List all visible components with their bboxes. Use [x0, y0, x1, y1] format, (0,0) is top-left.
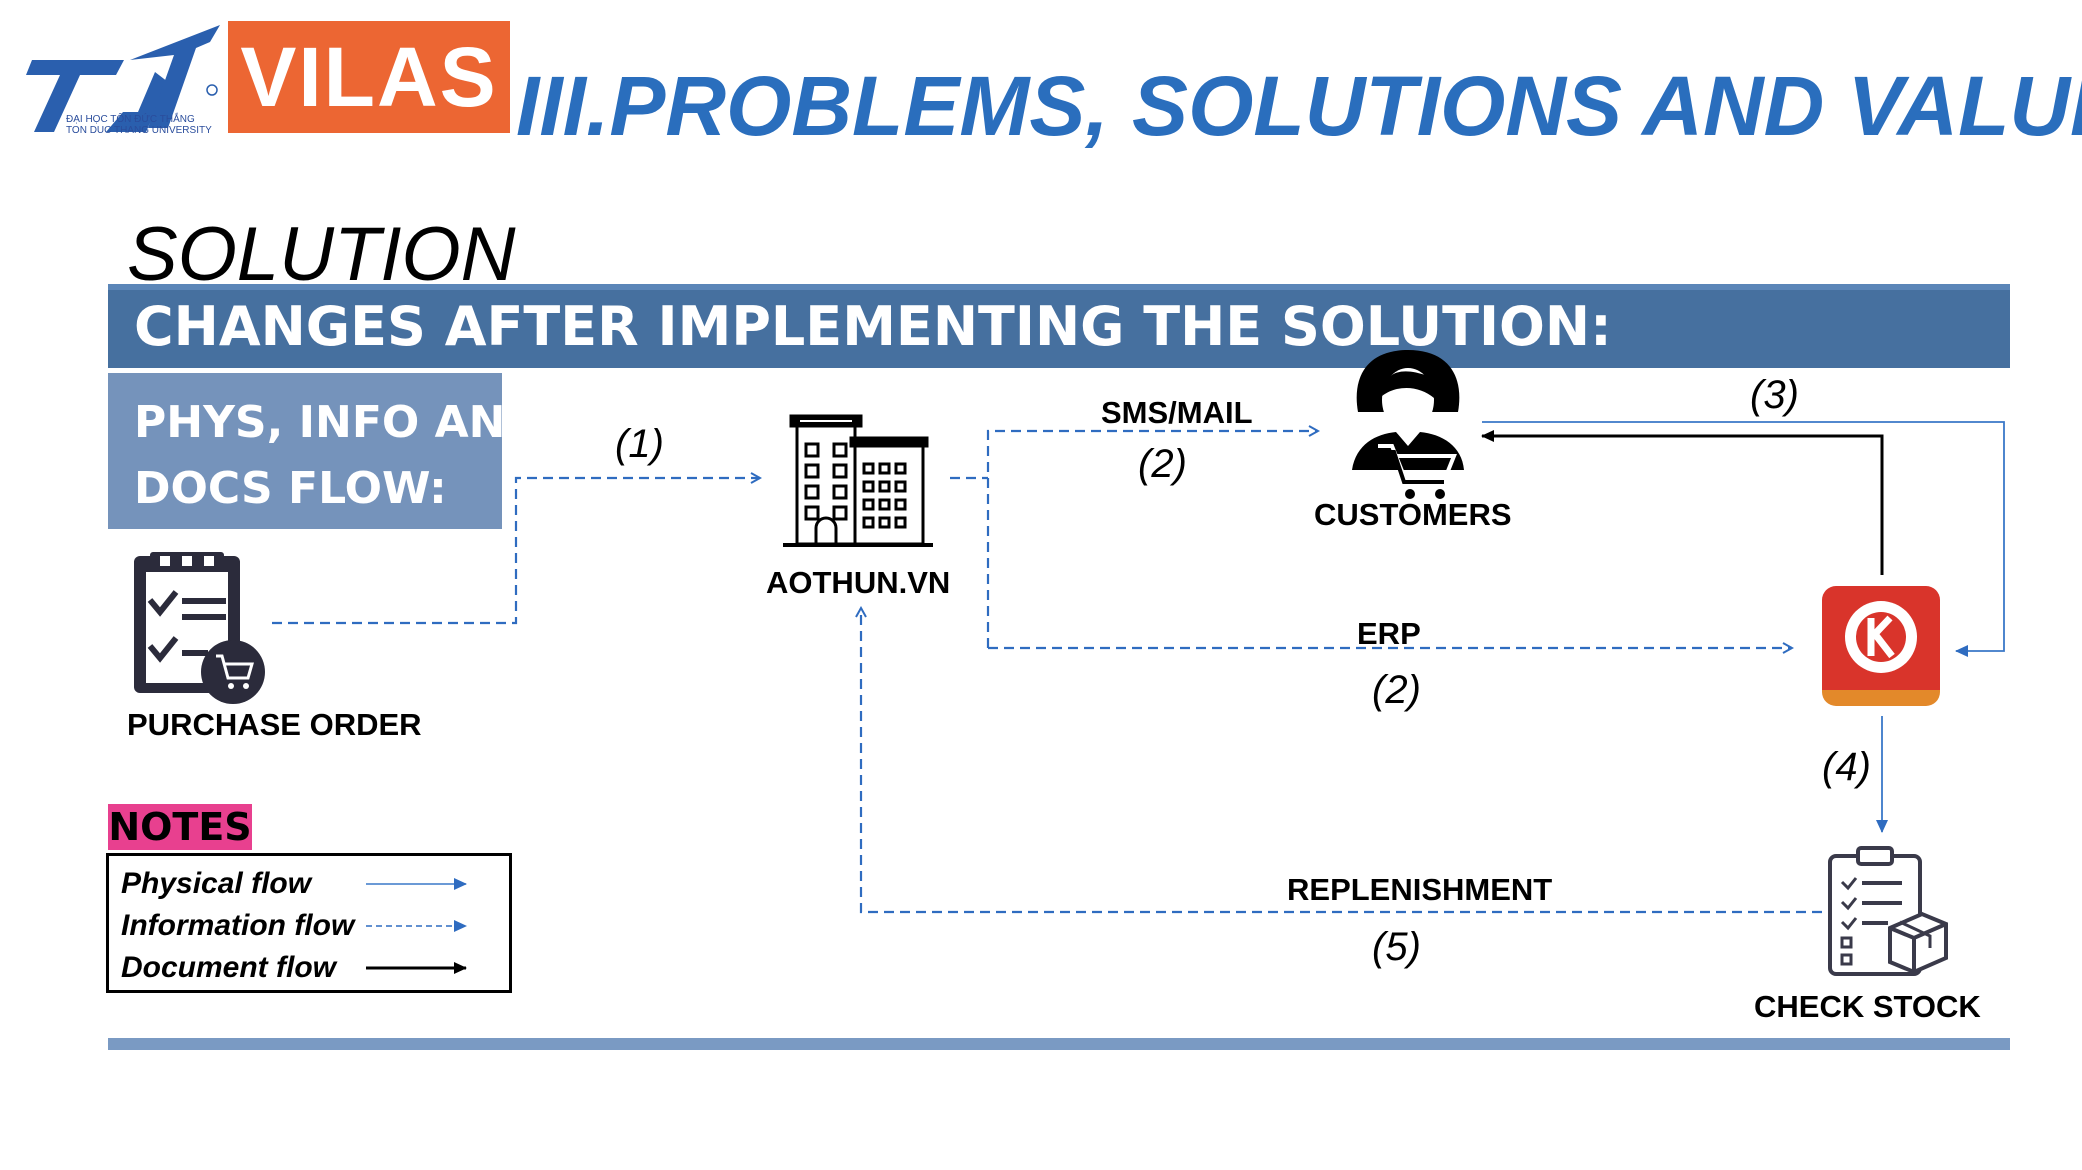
aothun-label: AOTHUN.VN — [766, 565, 951, 600]
edge-order-to-aothun — [272, 478, 760, 625]
flow-box-text: PHYS, INFO AND DOCS FLOW: — [134, 390, 542, 522]
step4-label: (4) — [1822, 745, 1871, 789]
erp-label: ERP — [1357, 616, 1421, 651]
sms-mail-label: SMS/MAIL — [1101, 395, 1253, 430]
building-icon — [783, 414, 933, 547]
section-title: SOLUTION — [127, 212, 516, 297]
banner — [108, 284, 2010, 368]
edge-aothun-to-customers — [986, 431, 1318, 648]
bottom-divider — [108, 1038, 2010, 1050]
tdt-subtitle-vn: ĐẠI HỌC TÔN ĐỨC THẮNG — [66, 114, 195, 125]
tdt-logo — [20, 20, 225, 140]
customers-label: CUSTOMERS — [1314, 497, 1512, 532]
edge-physical-loop — [1482, 421, 2005, 657]
vilas-logo: VILAS — [228, 21, 510, 133]
edge-replenishment — [861, 608, 1822, 914]
flow-box-line2: DOCS FLOW: — [134, 463, 447, 514]
legend-information-label: Information flow — [121, 909, 355, 942]
edge-circlek-to-customers — [1481, 430, 1884, 575]
flow-box-line1: PHYS, INFO AND — [134, 397, 543, 448]
purchase-order-label: PURCHASE ORDER — [127, 707, 422, 742]
check-stock-icon — [1828, 846, 1948, 976]
tdt-logo-mark — [26, 25, 220, 132]
step1-label: (1) — [615, 422, 664, 466]
check-stock-label: CHECK STOCK — [1754, 989, 1981, 1024]
flow-box — [108, 373, 502, 529]
tdt-subtitle-en: TON DUC THANG UNIVERSITY — [66, 125, 212, 136]
page-title: III.PROBLEMS, SOLUTIONS AND VALUES — [516, 59, 2082, 153]
banner-text: CHANGES AFTER IMPLEMENTING THE SOLUTION: — [134, 295, 1612, 358]
step2-top-label: (2) — [1138, 442, 1187, 486]
tdt-logo-subtitle: ĐẠI HỌC TÔN ĐỨC THẮNG TON DUC THANG UNIV… — [66, 114, 212, 136]
notes-title: NOTES — [108, 804, 252, 850]
legend-box — [106, 853, 512, 993]
customer-icon — [1352, 350, 1464, 499]
step2-bottom-label: (2) — [1372, 668, 1421, 712]
legend-document-label: Document flow — [121, 951, 336, 984]
replenishment-label: REPLENISHMENT — [1287, 872, 1553, 907]
purchase-order-icon — [134, 552, 265, 704]
circlek-logo — [1822, 586, 1940, 706]
step3-label: (3) — [1750, 373, 1799, 417]
legend-physical-label: Physical flow — [121, 867, 312, 900]
step5-label: (5) — [1372, 925, 1421, 969]
